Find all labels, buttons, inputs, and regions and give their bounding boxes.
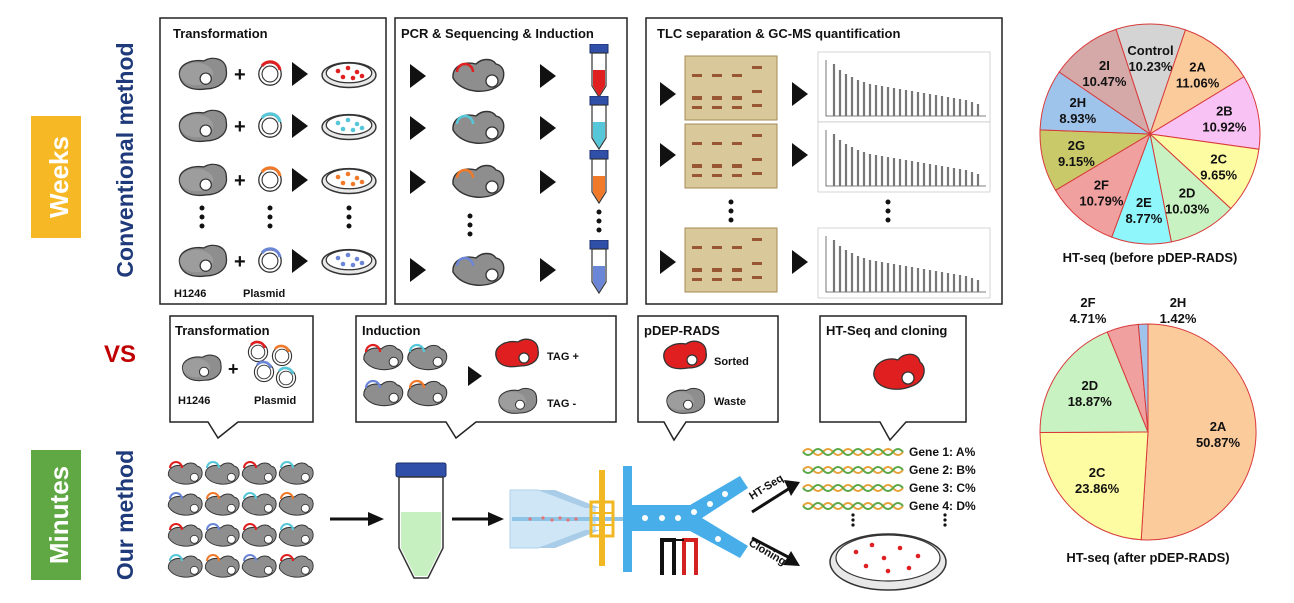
pie-slice-2a — [1140, 323, 1257, 541]
pie-before-title: HT-seq (before pDEP-RADS) — [1063, 250, 1238, 265]
callout-strain-label: H1246 — [178, 395, 210, 407]
pie-value-2c: 23.86% — [1075, 481, 1120, 496]
svg-text:+: + — [234, 251, 246, 273]
pie-slice-2c — [1039, 431, 1149, 541]
induction-cell-cluster — [363, 343, 448, 407]
svg-text:+: + — [228, 359, 239, 379]
htseq-cell — [873, 353, 925, 390]
pie-value-2d: 18.87% — [1068, 394, 1113, 409]
pie-value-2g: 9.15% — [1058, 154, 1095, 169]
pie-label-2d: 2D — [1081, 378, 1098, 393]
gene-3-label: Gene 3: C% — [909, 481, 976, 495]
pie-value-2f: 10.79% — [1079, 193, 1124, 208]
callout-plasmid-cluster — [247, 340, 297, 389]
arrow-1 — [330, 512, 384, 526]
pie-label-control: Control — [1127, 43, 1173, 58]
weeks-badge — [31, 116, 81, 238]
gene-2-label: Gene 2: B% — [909, 463, 976, 477]
pie-value-2c: 9.65% — [1200, 168, 1237, 183]
transformation-rows: + + + + — [178, 57, 377, 278]
pie-slice-2h — [1137, 323, 1149, 433]
pie-label-2f: 2F — [1094, 177, 1109, 192]
pie-slice-2b — [1148, 76, 1261, 150]
transformation-strain-label: H1246 — [174, 288, 206, 300]
our-method-label: Our method — [112, 450, 138, 580]
minutes-label: Minutes — [44, 466, 74, 564]
pie-label-2c: 2C — [1210, 152, 1227, 167]
pie-label-2e: 2E — [1136, 195, 1152, 210]
pie-slice-control — [1115, 23, 1187, 136]
pie-slice-2i — [1058, 28, 1151, 136]
tag-positive-label: TAG + — [547, 351, 579, 363]
pie-value-2e: 8.77% — [1125, 211, 1162, 226]
pcr-title: PCR & Sequencing & Induction — [401, 26, 594, 41]
falcon-tube — [395, 462, 447, 579]
pie-slice-2a — [1149, 29, 1245, 136]
vs-label: VS — [104, 341, 136, 368]
pie-label-2h: 2H — [1069, 95, 1086, 110]
pie-after-title: HT-seq (after pDEP-RADS) — [1066, 550, 1229, 565]
transformation-title: Transformation — [173, 26, 268, 41]
pie-label-2a: 2A — [1210, 419, 1227, 434]
htseq-arrow-label: HT-Seq — [747, 472, 786, 502]
pie-label-2a: 2A — [1189, 60, 1206, 75]
pie-value-2d: 10.03% — [1165, 201, 1210, 216]
pcr-rows — [410, 44, 609, 294]
pie-label-2d: 2D — [1179, 185, 1196, 200]
dna-sequences — [802, 448, 947, 527]
pcr-panel — [394, 17, 628, 305]
tlc-title: TLC separation & GC-MS quantification — [657, 26, 900, 41]
sorted-cell — [663, 340, 707, 370]
pie-value-2a: 11.06% — [1176, 76, 1220, 91]
pie-chart-before: Control10.23%2A11.06%2B10.92%2C9.65%2D10… — [1039, 23, 1261, 245]
callout-induction-title: Induction — [362, 323, 421, 338]
pie-value-2b: 10.92% — [1202, 120, 1247, 135]
pie-value-2h: 1.42% — [1160, 311, 1197, 326]
tag-negative-label: TAG - — [547, 398, 576, 410]
callout-rads-title: pDEP-RADS — [644, 323, 720, 338]
pie-value-2i: 10.47% — [1082, 74, 1127, 89]
microfluidic-chip — [509, 466, 748, 575]
pie-value-2h: 8.93% — [1059, 111, 1096, 126]
conventional-method-label: Conventional method — [112, 42, 138, 277]
transformation-plasmid-label: Plasmid — [243, 288, 285, 300]
arrow-cloning — [751, 536, 800, 566]
cell-library-grid — [167, 461, 314, 578]
weeks-label: Weeks — [44, 136, 74, 218]
callout-plasmid-label: Plasmid — [254, 395, 296, 407]
arrow-2 — [452, 512, 504, 526]
pie-value-control: 10.23% — [1128, 59, 1173, 74]
waste-label: Waste — [714, 396, 746, 408]
pie-value-2a: 50.87% — [1196, 435, 1241, 450]
svg-text:+: + — [234, 64, 246, 86]
arrow-htseq — [751, 480, 800, 514]
pie-value-2f: 4.71% — [1070, 311, 1107, 326]
tlc-rows — [660, 51, 991, 299]
pie-label-2h: 2H — [1170, 295, 1187, 310]
pie-label-2f: 2F — [1080, 295, 1095, 310]
gene-4-label: Gene 4: D% — [909, 499, 976, 513]
svg-text:+: + — [234, 116, 246, 138]
sorted-label: Sorted — [714, 356, 749, 368]
pie-slice-2d — [1039, 331, 1149, 433]
pie-label-2g: 2G — [1068, 138, 1085, 153]
pie-label-2b: 2B — [1216, 104, 1233, 119]
pie-label-2c: 2C — [1089, 465, 1106, 480]
tag-positive-cell — [495, 338, 539, 368]
callout-htseq-title: HT-Seq and cloning — [826, 323, 947, 338]
svg-text:+: + — [234, 170, 246, 192]
pie-slice-2f — [1054, 132, 1151, 238]
gene-1-label: Gene 1: A% — [909, 445, 976, 459]
pie-label-2i: 2I — [1099, 58, 1110, 73]
minutes-badge — [31, 450, 81, 580]
callout-transformation-title: Transformation — [175, 323, 270, 338]
cloning-dish — [829, 533, 947, 591]
